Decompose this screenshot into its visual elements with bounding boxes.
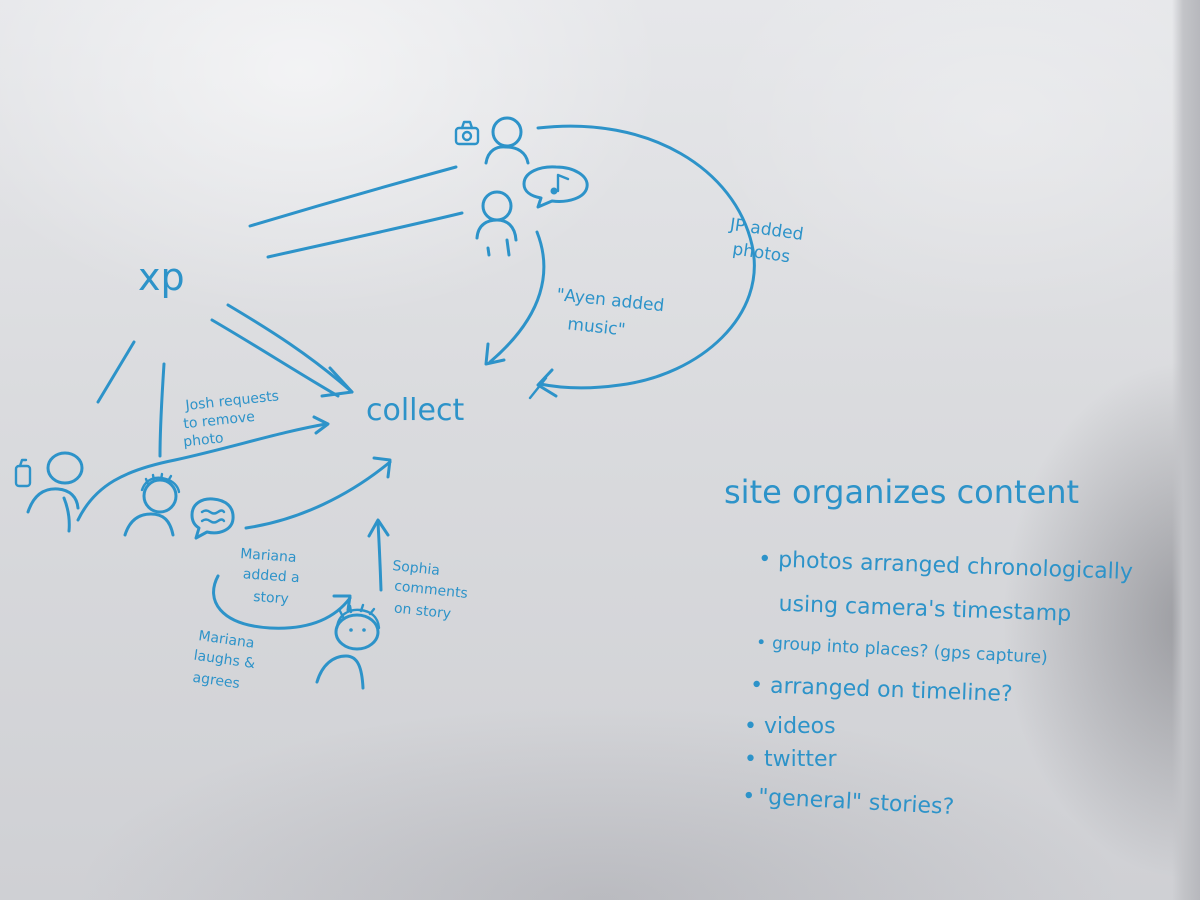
note-bullet: • xyxy=(744,747,757,772)
note-bullet: • xyxy=(744,714,757,739)
note-text: group into places? (gps capture) xyxy=(772,634,1049,668)
speech-bubble-icon xyxy=(522,165,589,209)
note-text: using camera's timestamp xyxy=(778,592,1071,627)
label-line: agrees xyxy=(192,670,241,692)
label-line: photos xyxy=(731,239,791,267)
person-icon xyxy=(484,116,530,165)
connector-xp-mariana xyxy=(158,362,166,458)
person-josh xyxy=(14,451,84,533)
connector-ayen-collect xyxy=(488,230,546,364)
label-line: Josh requests xyxy=(184,388,280,414)
arrow-head xyxy=(367,518,390,538)
label-line: music" xyxy=(566,314,626,340)
notes: site organizes content • photos arranged… xyxy=(724,473,1133,820)
note-item: • arranged on timeline? xyxy=(750,673,1013,707)
person-icon xyxy=(475,190,518,257)
label-line: Mariana xyxy=(197,628,255,652)
connector-sophia-collect xyxy=(376,520,383,592)
note-item: • twitter xyxy=(744,747,838,772)
note-bullet: • xyxy=(750,673,764,698)
node-collect: collect xyxy=(366,393,464,428)
person-icon xyxy=(315,603,381,690)
connector-mariana-collect xyxy=(244,460,392,530)
connector-mariana-loop xyxy=(212,574,352,630)
note-item: • group into places? (gps capture) xyxy=(756,633,1049,668)
arrow-head xyxy=(372,456,392,479)
node-xp: xp xyxy=(138,255,185,299)
label-line: photo xyxy=(183,430,225,450)
note-item: • videos xyxy=(744,714,836,739)
label-line: "Ayen added xyxy=(555,285,665,316)
note-text: arranged on timeline? xyxy=(770,674,1013,707)
label-mariana-laughs: Mariana laughs & agrees xyxy=(192,628,257,692)
arrow-head xyxy=(312,415,330,435)
label-line: Sophia xyxy=(392,558,441,579)
person-icon xyxy=(26,451,84,533)
music-note-icon xyxy=(550,173,570,195)
connector-xp-ayen xyxy=(266,211,464,259)
person-sophia xyxy=(315,603,381,690)
connector-josh-collect xyxy=(76,422,328,522)
label-line: to remove xyxy=(183,409,256,432)
label-josh-requests: Josh requests to remove photo xyxy=(183,388,280,450)
label-mariana-added-story: Mariana added a story xyxy=(240,546,300,607)
speech-bubble-icon xyxy=(190,497,235,540)
arrow-head xyxy=(484,342,506,366)
connector-xp-josh xyxy=(96,340,136,404)
connector-xp-collect xyxy=(210,318,340,398)
label-line: comments xyxy=(393,578,468,602)
connector-jp-collect xyxy=(536,124,756,390)
camera-icon xyxy=(454,120,480,146)
note-bullet: • xyxy=(756,633,767,653)
phone-icon xyxy=(14,458,32,488)
label-line: story xyxy=(253,589,289,607)
label-line: laughs & xyxy=(193,648,256,672)
connector-xp-jp xyxy=(248,165,458,228)
notes-heading: site organizes content xyxy=(724,473,1079,511)
person-mariana xyxy=(123,472,235,540)
note-item: • photos arranged chronologically using … xyxy=(758,547,1134,627)
connector-xp-collect xyxy=(226,303,354,394)
arrow-head xyxy=(536,368,558,398)
note-text: videos xyxy=(764,714,836,739)
note-bullet: • xyxy=(758,547,772,572)
note-item: • "general" stories? xyxy=(742,784,955,820)
label-line: added a xyxy=(242,566,300,586)
label-line: on story xyxy=(393,600,452,622)
whiteboard-edge xyxy=(1172,0,1200,900)
arrow-head xyxy=(320,366,354,398)
note-text: "general" stories? xyxy=(758,785,955,820)
label-ayen-added-music: "Ayen added music" xyxy=(555,285,665,340)
label-sophia-comments: Sophia comments on story xyxy=(392,558,469,622)
person-icon xyxy=(123,472,181,537)
person-ayen xyxy=(475,165,589,257)
arrow-head xyxy=(528,376,548,400)
label-line: Mariana xyxy=(240,546,297,566)
person-jp xyxy=(454,116,530,165)
note-bullet: • xyxy=(742,784,756,810)
arrow-head xyxy=(332,594,352,612)
note-text: photos arranged chronologically xyxy=(778,548,1134,585)
note-text: twitter xyxy=(764,747,838,772)
label-jp-added-photos: JP added photos xyxy=(728,215,805,268)
